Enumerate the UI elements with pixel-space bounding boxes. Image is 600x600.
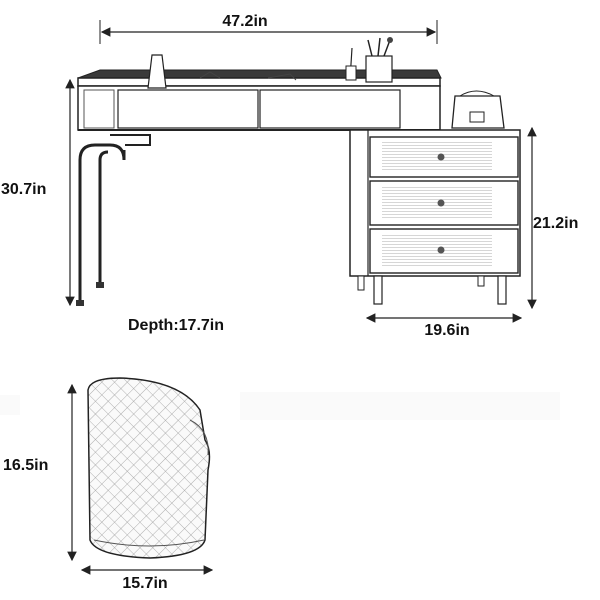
drawer-knob-icon bbox=[437, 199, 445, 207]
cabinet-height-label: 21.2in bbox=[533, 215, 578, 232]
desk-left-leg bbox=[76, 134, 151, 306]
cup-icon bbox=[147, 54, 167, 89]
chair-height-label: 16.5in bbox=[3, 457, 48, 474]
cabinet-drawer-1 bbox=[369, 136, 519, 178]
brush-holder-icon bbox=[365, 55, 393, 83]
desk-height-label: 30.7in bbox=[1, 181, 46, 198]
desk-width-label: 47.2in bbox=[222, 13, 267, 30]
cabinet-drawer-3 bbox=[369, 228, 519, 274]
desk-drawer-left bbox=[117, 89, 259, 129]
desk-drawing: 47.2in 30.7in bbox=[1, 13, 578, 339]
cabinet-width-dimension: 19.6in bbox=[365, 313, 523, 339]
desk-drawer-right bbox=[259, 89, 401, 129]
desk-depth-label: Depth:17.7in bbox=[128, 317, 224, 334]
desk-cabinet bbox=[349, 129, 521, 305]
cabinet-height-dimension: 21.2in bbox=[527, 126, 578, 310]
cabinet-width-label: 19.6in bbox=[424, 322, 469, 339]
drawer-knob-icon bbox=[437, 246, 445, 254]
chair-drawing: 16.5in 15.7in bbox=[3, 377, 214, 592]
desk-top bbox=[77, 69, 442, 131]
chair-height-dimension: 16.5in bbox=[3, 383, 77, 562]
background-smudges bbox=[0, 392, 560, 420]
chair-width-label: 15.7in bbox=[122, 575, 167, 592]
chair-body bbox=[87, 377, 211, 559]
cabinet-drawer-2 bbox=[369, 180, 519, 226]
drawer-knob-icon bbox=[437, 153, 445, 161]
desk-width-dimension: 47.2in bbox=[99, 13, 438, 44]
chair-width-dimension: 15.7in bbox=[80, 565, 214, 592]
desk-items bbox=[147, 37, 505, 129]
desk-height-dimension: 30.7in bbox=[1, 78, 75, 307]
